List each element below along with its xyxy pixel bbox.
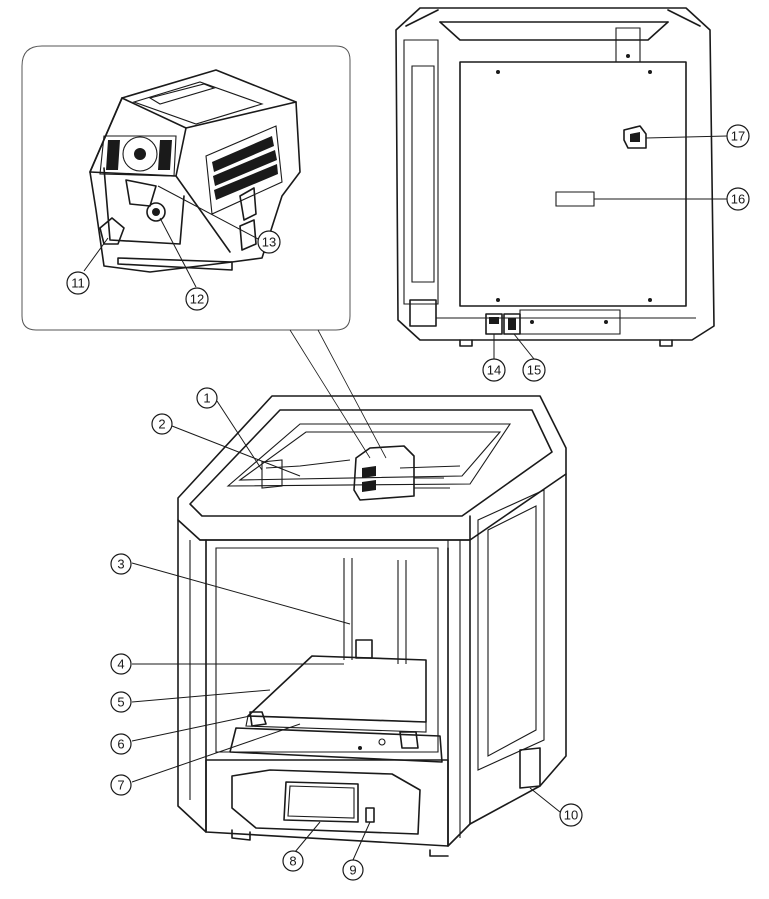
callout-2: 2 xyxy=(151,413,173,435)
svg-text:1: 1 xyxy=(203,391,210,406)
leader-9 xyxy=(352,821,371,861)
printhead-detail-drawing xyxy=(89,69,301,273)
svg-text:3: 3 xyxy=(117,557,124,572)
front-window xyxy=(205,539,449,761)
callout-1: 1 xyxy=(196,387,218,409)
svg-text:16: 16 xyxy=(731,192,745,207)
svg-text:12: 12 xyxy=(190,292,204,307)
svg-text:8: 8 xyxy=(289,854,296,869)
leader-8 xyxy=(294,821,321,853)
callout-7: 7 xyxy=(110,774,132,796)
fan-grille xyxy=(99,135,177,177)
svg-text:7: 7 xyxy=(117,778,124,793)
svg-text:14: 14 xyxy=(487,363,501,378)
callout-14: 14 xyxy=(482,358,506,382)
leader-3 xyxy=(131,562,351,625)
power-socket xyxy=(503,313,521,335)
svg-text:11: 11 xyxy=(71,276,85,291)
callout-5: 5 xyxy=(110,691,132,713)
back-panel xyxy=(459,61,687,307)
detail-pointer-line-b xyxy=(317,329,387,459)
callout-10: 10 xyxy=(559,803,583,827)
heatsink-fins xyxy=(205,125,283,215)
leader-15 xyxy=(513,333,535,360)
svg-text:5: 5 xyxy=(117,695,124,710)
usb-port xyxy=(365,807,375,823)
svg-text:9: 9 xyxy=(349,863,356,878)
detail-pointer-line-a xyxy=(289,329,371,459)
back-outer-frame xyxy=(395,7,715,341)
callout-12: 12 xyxy=(185,287,209,311)
svg-text:17: 17 xyxy=(731,129,745,144)
callout-9: 9 xyxy=(342,859,364,881)
leader-10 xyxy=(529,787,561,813)
base-front xyxy=(205,759,449,847)
leader-6 xyxy=(131,715,251,742)
filament-holder-mount xyxy=(623,125,647,149)
leader-17 xyxy=(645,135,728,139)
callout-17: 17 xyxy=(726,124,750,148)
svg-text:4: 4 xyxy=(117,657,124,672)
svg-text:6: 6 xyxy=(117,737,124,752)
leader-2 xyxy=(171,425,301,477)
leader-7 xyxy=(131,723,301,783)
rear-label xyxy=(555,191,595,207)
power-switch xyxy=(485,313,503,335)
svg-text:15: 15 xyxy=(527,363,541,378)
control-panel xyxy=(231,769,421,835)
callout-6: 6 xyxy=(110,733,132,755)
leader-5 xyxy=(131,689,271,703)
svg-text:13: 13 xyxy=(262,235,276,250)
callout-8: 8 xyxy=(282,850,304,872)
callout-3: 3 xyxy=(110,553,132,575)
leader-11 xyxy=(83,237,109,272)
detail-panel-border xyxy=(21,45,351,331)
callout-4: 4 xyxy=(110,653,132,675)
printhead-detail-panel xyxy=(21,45,387,459)
callout-13: 13 xyxy=(257,230,281,254)
leader-12 xyxy=(159,217,197,288)
callout-11: 11 xyxy=(66,271,90,295)
heated-bed xyxy=(229,727,443,763)
callout-15: 15 xyxy=(522,358,546,382)
callout-16: 16 xyxy=(726,187,750,211)
printhead xyxy=(353,445,415,501)
touchscreen xyxy=(283,781,359,823)
svg-text:10: 10 xyxy=(564,808,578,823)
svg-text:2: 2 xyxy=(158,417,165,432)
build-plate xyxy=(247,655,427,723)
printer-back-view xyxy=(395,7,728,360)
printer-front-view xyxy=(131,395,567,861)
leader-13 xyxy=(157,185,261,241)
